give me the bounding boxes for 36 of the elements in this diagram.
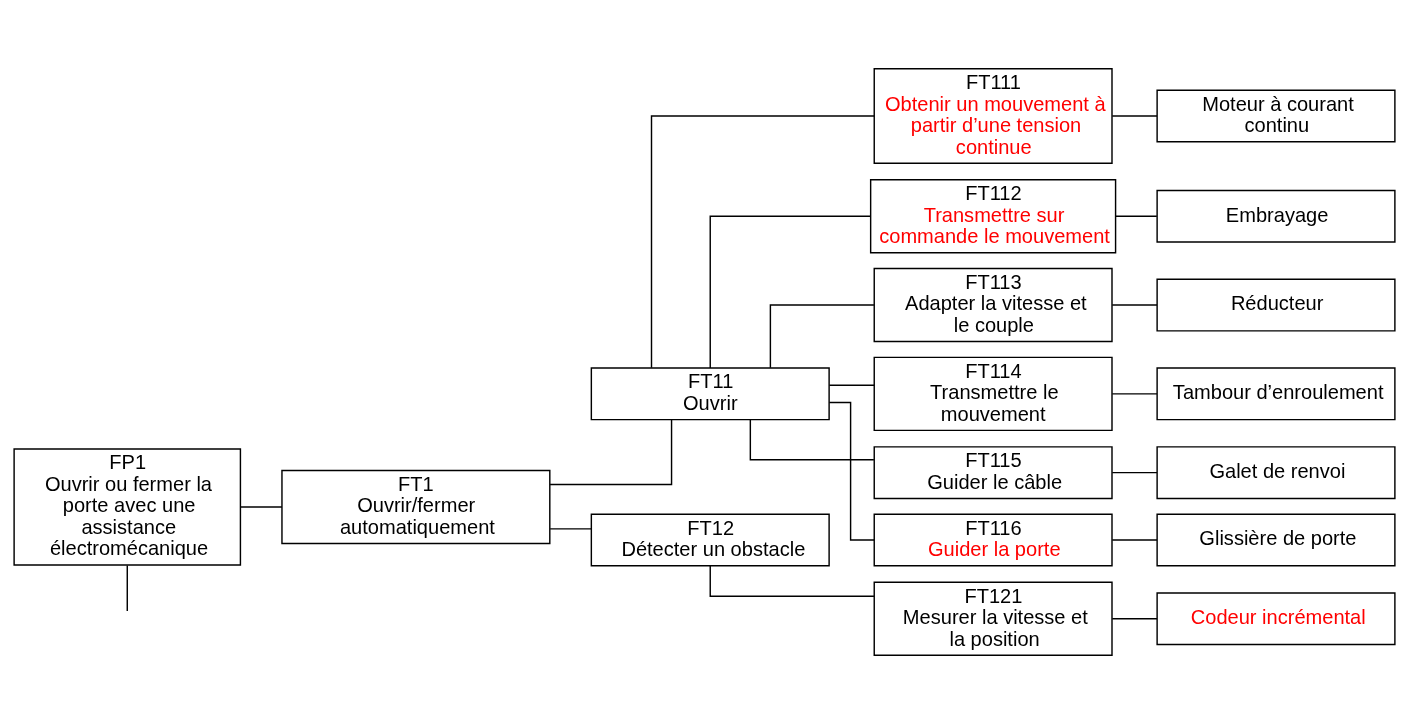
node-box: FT114 Transmettre le mouvement: [873, 356, 1113, 432]
node-box: FT112 Transmettre sur commande le mouvement: [869, 179, 1117, 254]
node-box: FT1 Ouvrir/fermer automatiquement: [281, 469, 551, 545]
node-box: FT116 Guider la porte: [873, 513, 1113, 567]
node-box: Codeur incrémental: [1156, 592, 1396, 646]
connector: [239, 506, 283, 508]
node-box: FP1 Ouvrir ou fermer la porte avec une assistance électromécanique: [13, 448, 242, 566]
node-box: Embrayage: [1156, 189, 1396, 243]
node-box: Tambour d’enroulement: [1156, 367, 1396, 421]
connector: [1115, 215, 1158, 217]
connector: [749, 419, 875, 461]
connector: [549, 419, 673, 486]
node-box: Réducteur: [1156, 278, 1396, 332]
connector: [549, 528, 592, 530]
node-box: FT113 Adapter la vitesse et le couple: [873, 267, 1113, 343]
connector: [1111, 539, 1158, 541]
node-box: FT11 Ouvrir: [590, 367, 830, 421]
connector: [126, 564, 128, 612]
connector: [1111, 115, 1158, 117]
connector: [709, 215, 871, 369]
connector: [1111, 304, 1158, 306]
node-box: FT111 Obtenir un mouvement à partir d’une tension continue: [873, 68, 1113, 164]
connector: [650, 115, 875, 369]
connector: [769, 304, 875, 369]
connector: [828, 401, 875, 541]
node-box: Moteur à courant continu: [1156, 89, 1396, 143]
node-box: Glissière de porte: [1156, 513, 1396, 567]
connector: [828, 384, 875, 386]
connector: [1111, 471, 1158, 474]
connector: [709, 565, 875, 597]
node-box: FT12 Détecter un obstacle: [590, 513, 830, 567]
node-box: FT121 Mesurer la vitesse et la position: [873, 581, 1113, 656]
connector: [1111, 618, 1158, 620]
node-box: FT115 Guider le câble: [873, 446, 1113, 500]
connector: [1111, 393, 1158, 395]
node-box: Galet de renvoi: [1156, 446, 1396, 500]
